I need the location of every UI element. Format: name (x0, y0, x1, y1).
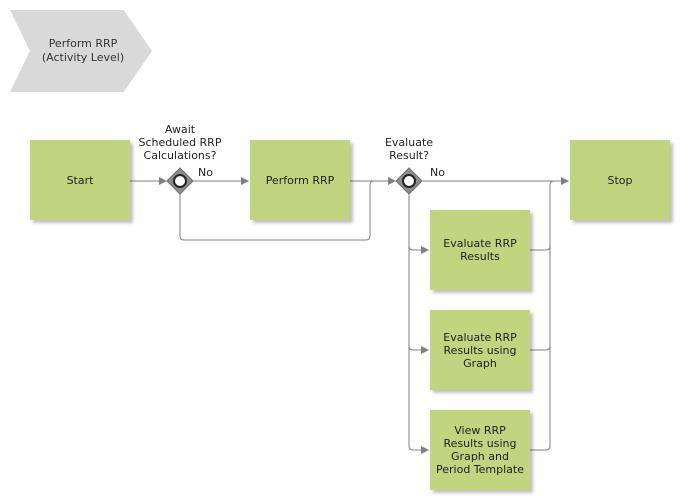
connector-trunk-to-evaluate-graph (408, 345, 429, 354)
task-evaluate-rrp-results[interactable]: Evaluate RRP Results (430, 210, 530, 290)
connector-evaluate-graph-merge (530, 345, 551, 351)
start-label: Start (66, 173, 94, 187)
start-event[interactable]: Start (30, 140, 130, 220)
task-evaluate-rrp-results-graph[interactable]: Evaluate RRP Results using Graph (430, 310, 530, 390)
connector-view-template-merge (530, 185, 551, 451)
gateway-evaluate-icon (395, 167, 423, 195)
task-view-rrp-results-template[interactable]: View RRP Results using Graph and Period … (430, 410, 530, 490)
task-view-rrp-results-template-label: View RRP Results using Graph and Period … (436, 424, 524, 476)
activity-chevron-shape (10, 10, 152, 92)
connector-await-yes-loop (179, 180, 375, 241)
gateway-await-question: Await Scheduled RRP Calculations? (138, 123, 222, 162)
gateway-await-icon (166, 167, 194, 195)
task-perform-rrp[interactable]: Perform RRP (250, 140, 350, 220)
stop-label: Stop (607, 173, 633, 187)
stop-event[interactable]: Stop (570, 140, 670, 220)
gateway-await-no-label: No (198, 166, 213, 179)
connector-evaluate-yes-trunk (408, 194, 429, 454)
task-evaluate-rrp-results-label: Evaluate RRP Results (443, 237, 517, 263)
connector-trunk-to-evaluate-results (408, 245, 429, 254)
task-evaluate-rrp-results-graph-label: Evaluate RRP Results using Graph (443, 330, 517, 370)
task-perform-rrp-label: Perform RRP (265, 173, 335, 187)
gateway-evaluate-no-label: No (430, 166, 445, 179)
activity-title: Perform RRP (Activity Level) (41, 37, 125, 64)
gateway-evaluate-question: Evaluate Result? (384, 136, 434, 162)
